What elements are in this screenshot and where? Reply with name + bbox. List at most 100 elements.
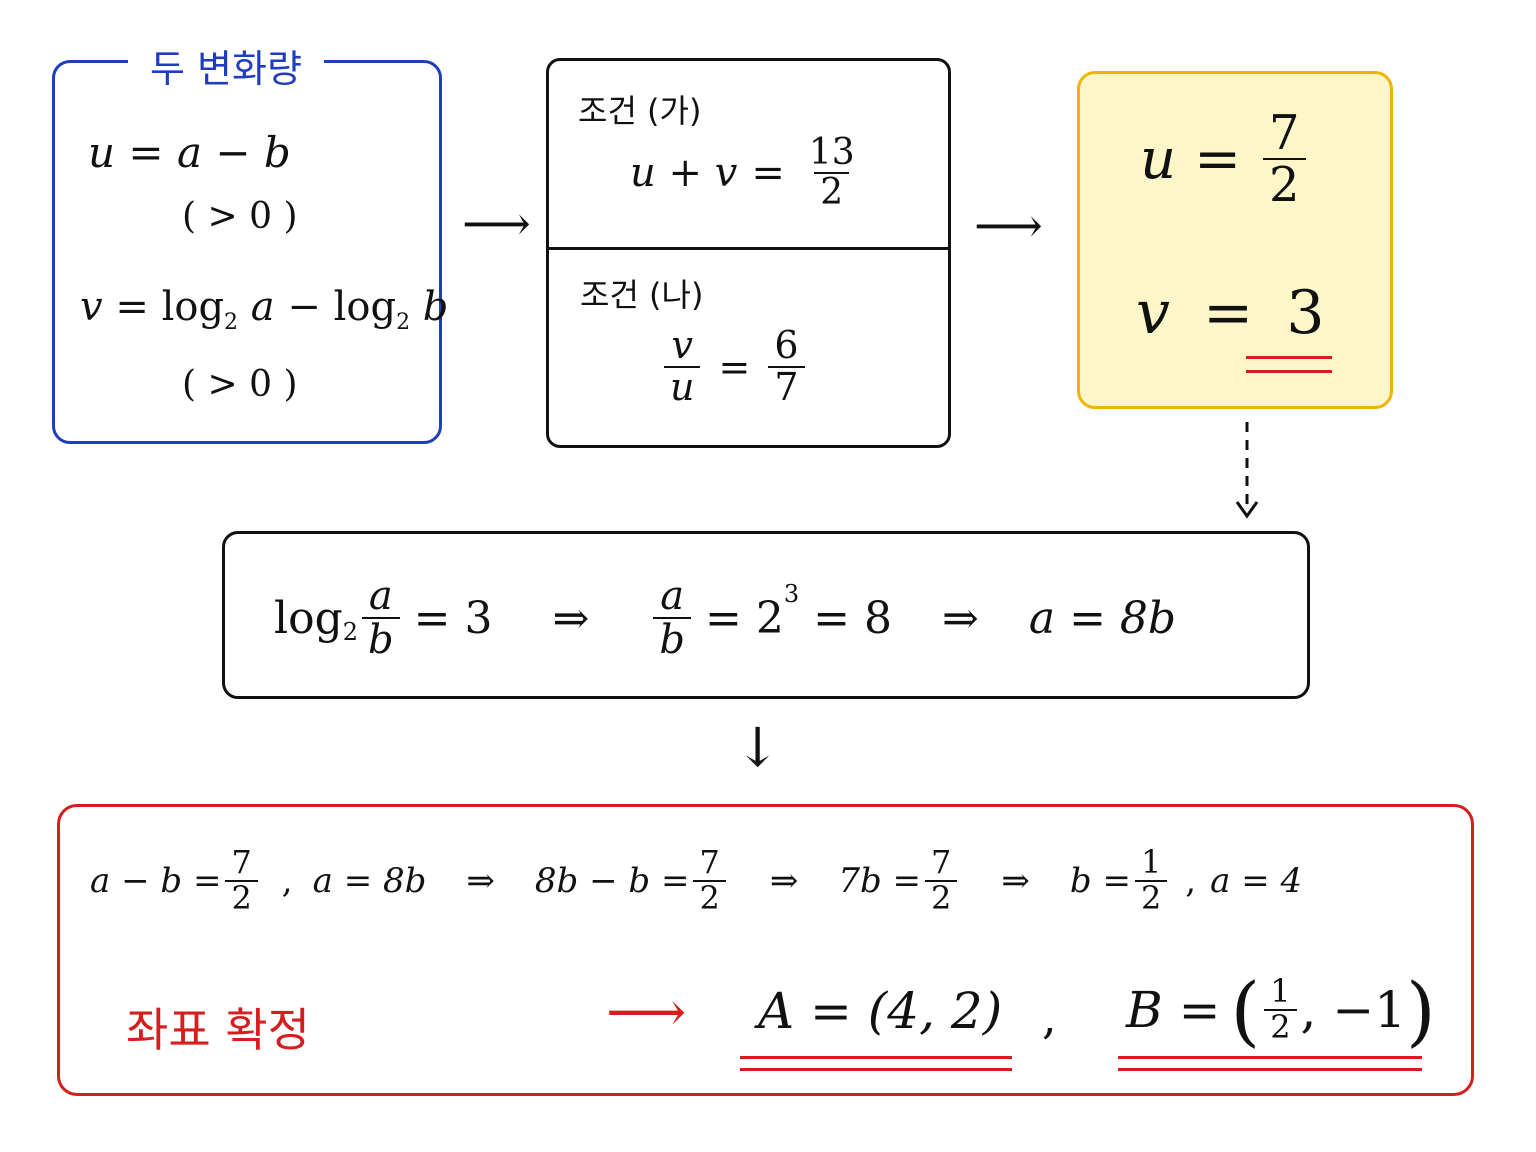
ab-implies-1: ⇒ — [552, 592, 590, 644]
cond2-right-fraction: 6 7 — [768, 323, 805, 408]
sol-u-symbol: u — [1140, 126, 1177, 192]
s1-comma: , — [281, 861, 293, 901]
s1-frac: 7 2 — [225, 843, 258, 916]
pointB-den: 2 — [1264, 1009, 1297, 1045]
point-a: A = (4, 2) — [758, 982, 1003, 1040]
s4-den: 2 — [1134, 880, 1168, 916]
v-log1: log — [161, 284, 225, 330]
sol-v-eq: = — [1202, 278, 1254, 348]
s1-den: 2 — [225, 880, 258, 916]
u-condition: ( > 0 ) — [182, 196, 298, 237]
point-a-underline-1 — [740, 1056, 1012, 1059]
s2-num: 7 — [699, 843, 720, 882]
s4-rhs: a = 4 — [1210, 861, 1303, 901]
pointB-pre: B = — [1126, 981, 1221, 1039]
sol-u-fraction: 7 2 — [1263, 108, 1306, 211]
pointB-post: , −1 — [1300, 981, 1407, 1039]
v-log2: log — [333, 284, 397, 330]
cond1-eq: = — [751, 149, 785, 196]
cond1-lhs: u + v — [630, 149, 738, 196]
arrow-right-2: ⟶ — [974, 198, 1043, 254]
final-steps: a − b = 7 2 , a = 8b ⇒ 8b − b = 7 2 ⇒ 7b… — [90, 836, 1302, 926]
ratio-box — [222, 531, 1310, 699]
ab-implies-2: ⇒ — [941, 592, 979, 644]
s3-frac: 7 2 — [925, 843, 958, 916]
ab-eq1: = 3 — [413, 592, 493, 644]
v-symbol: v — [80, 284, 103, 330]
s3-lhs: 7b = — [838, 861, 922, 901]
s1-lhs: a − b = — [90, 861, 222, 901]
ab-log-base: 2 — [342, 618, 359, 646]
cond2-rden: 7 — [768, 365, 805, 408]
pointB-frac: 1 2 — [1264, 972, 1297, 1045]
final-implies-3: ⇒ — [1001, 861, 1030, 901]
ab-frac1-den: b — [362, 617, 400, 661]
v-log1-base: 2 — [224, 310, 239, 335]
s4-lhs: b = — [1069, 861, 1131, 901]
final-implies-2: ⇒ — [769, 861, 799, 901]
pointB-num: 1 — [1270, 972, 1291, 1011]
ab-frac1-num: a — [368, 573, 393, 619]
dashed-down-arrow — [1235, 422, 1259, 519]
v-definition: v = log2 a − log2 b — [80, 284, 448, 335]
cond2-num: v — [671, 323, 693, 367]
arrow-right-1: ⟶ — [462, 196, 531, 252]
pointB-open-paren: ( — [1230, 965, 1261, 1055]
point-b-underline-2 — [1118, 1068, 1422, 1071]
point-b-underline-1 — [1118, 1056, 1422, 1059]
s1-rhs: a = 8b — [312, 861, 427, 901]
ab-exp: 3 — [783, 580, 800, 608]
pointB-close-paren: ) — [1406, 965, 1436, 1055]
condition-ga-label: 조건 (가) — [578, 92, 702, 130]
final-box — [57, 804, 1474, 1096]
v-a: a — [250, 284, 275, 330]
s2-den: 2 — [693, 880, 726, 916]
s2-lhs: 8b − b = — [534, 861, 690, 901]
s1-num: 7 — [231, 843, 252, 882]
s3-num: 7 — [931, 843, 952, 882]
conditions-box — [546, 58, 951, 448]
cond2-eq: = — [718, 344, 751, 389]
sol-v-underline-1 — [1246, 356, 1332, 359]
ab-frac2-den: b — [653, 617, 691, 661]
conditions-divider — [549, 247, 948, 250]
v-log2-base: 2 — [396, 310, 411, 335]
cond1-fraction: 13 2 — [803, 134, 861, 212]
v-b: b — [422, 284, 449, 330]
ab-result: a = 8b — [1028, 592, 1177, 644]
variables-title: 두 변화량 — [128, 38, 324, 93]
condition-na-equation: v u = 6 7 — [660, 323, 809, 408]
points-separator: , — [1042, 990, 1057, 1044]
solution-box — [1077, 71, 1393, 409]
cond1-den: 2 — [814, 171, 850, 212]
final-implies-1: ⇒ — [466, 861, 495, 901]
ab-log: log — [274, 592, 343, 644]
cond2-den: u — [664, 365, 701, 408]
ab-frac1: a b — [362, 575, 400, 661]
s4-num: 1 — [1140, 843, 1162, 882]
cond2-rnum: 6 — [774, 323, 799, 367]
u-rhs: a − b — [176, 128, 291, 177]
sol-v-symbol: v — [1136, 278, 1170, 348]
coord-label: 좌표 확정 — [126, 1003, 310, 1057]
solution-u: u = 7 2 — [1140, 108, 1310, 211]
ab-eq2: = 2 — [704, 592, 784, 644]
s4-comma: , — [1185, 861, 1197, 901]
condition-ga-equation: u + v = 13 2 — [630, 134, 865, 212]
point-a-underline-2 — [740, 1068, 1012, 1071]
v-eq: = — [115, 284, 149, 330]
s2-frac: 7 2 — [693, 843, 726, 916]
solution-v: v = 3 — [1136, 278, 1325, 348]
ab-frac2-num: a — [660, 573, 685, 619]
s4-frac: 1 2 — [1134, 843, 1168, 916]
arrow-down: ↓ — [735, 716, 781, 779]
ab-frac2: a b — [653, 575, 691, 661]
cond2-left-fraction: v u — [664, 323, 701, 408]
v-condition: ( > 0 ) — [182, 364, 298, 405]
sol-u-num: 7 — [1269, 105, 1300, 161]
condition-na-label: 조건 (나) — [580, 276, 704, 314]
s3-den: 2 — [925, 880, 958, 916]
sol-v-underline-2 — [1246, 370, 1332, 373]
point-b: B = ( 1 2 , −1 ) — [1126, 965, 1436, 1055]
